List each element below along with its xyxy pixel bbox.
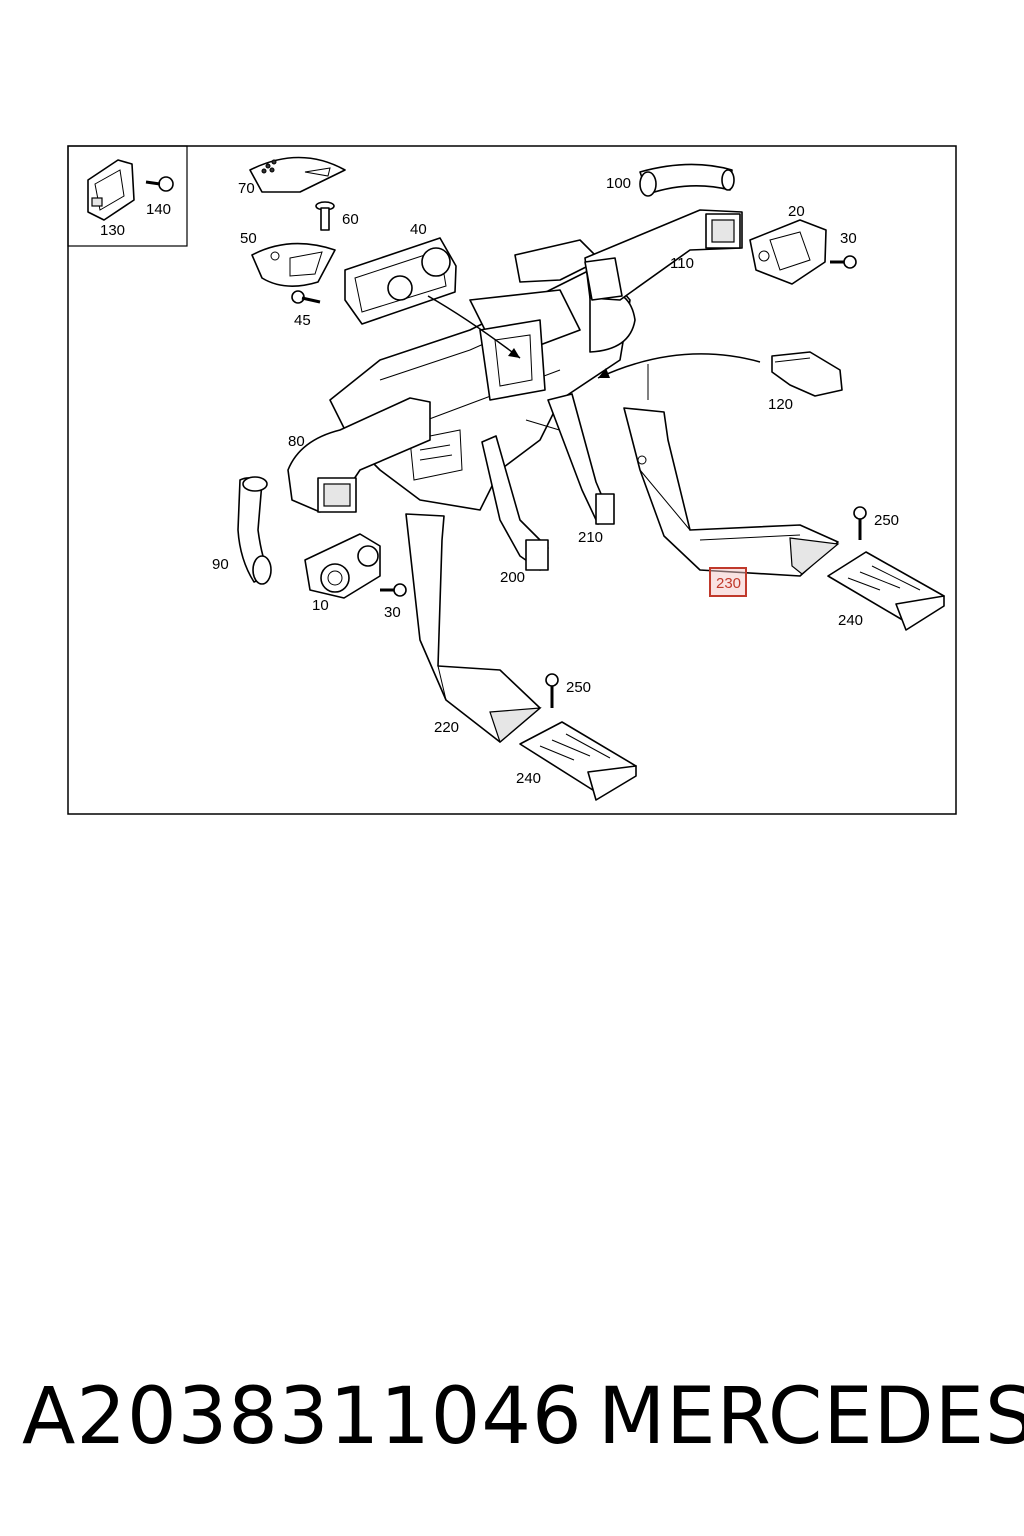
arrow-120 [597, 353, 761, 379]
part-70-cover[interactable] [249, 156, 346, 193]
part-80-duct[interactable] [287, 397, 431, 513]
label-10: 10 [312, 597, 329, 614]
part-110-duct[interactable] [584, 209, 743, 301]
highlight-box-230 [709, 567, 747, 597]
label-30-left: 30 [384, 604, 401, 621]
label-45: 45 [294, 312, 311, 329]
label-240-right: 240 [838, 612, 863, 629]
label-50: 50 [240, 230, 257, 247]
part-240-grille-right[interactable] [827, 551, 945, 631]
inset-box [67, 145, 188, 247]
arrow-120-head [598, 368, 610, 378]
part-45-screw[interactable] [291, 290, 321, 304]
part-250-screw-right[interactable] [853, 506, 867, 540]
label-140: 140 [146, 201, 171, 218]
label-90: 90 [212, 556, 229, 573]
brand-name: MERCEDES [598, 1372, 1024, 1462]
part-60-screw[interactable] [315, 201, 335, 231]
label-250-right: 250 [874, 512, 899, 529]
label-60: 60 [342, 211, 359, 228]
part-230-floor-duct[interactable] [623, 407, 840, 577]
part-250-screw-bottom[interactable] [545, 673, 559, 708]
footer: A2038311046 MERCEDES [0, 1372, 1024, 1472]
label-40: 40 [410, 221, 427, 238]
part-210-duct[interactable] [547, 393, 615, 525]
part-200-duct[interactable] [481, 435, 549, 571]
arrow-40 [427, 295, 521, 359]
part-90-hose[interactable] [237, 476, 272, 585]
label-100: 100 [606, 175, 631, 192]
label-250-bottom: 250 [566, 679, 591, 696]
label-200: 200 [500, 569, 525, 586]
part-30-screw-left[interactable] [380, 583, 407, 597]
label-110: 110 [670, 255, 694, 272]
part-20-bracket[interactable] [749, 219, 827, 285]
label-230-highlighted[interactable]: 230 [716, 575, 741, 592]
part-number: A2038311046 [22, 1372, 583, 1462]
label-220: 220 [434, 719, 459, 736]
label-20: 20 [788, 203, 805, 220]
part-30-screw-top[interactable] [830, 255, 857, 269]
label-130: 130 [100, 222, 125, 239]
part-40-center-vent[interactable] [344, 237, 457, 325]
label-210: 210 [578, 529, 603, 546]
part-50-plate[interactable] [251, 242, 336, 287]
part-100-hose[interactable] [639, 163, 735, 197]
part-130-bracket[interactable] [87, 159, 135, 221]
part-240-grille-bottom[interactable] [519, 721, 637, 801]
label-70: 70 [238, 180, 255, 197]
part-10-side-vent[interactable] [304, 533, 381, 599]
arrow-40-head [508, 348, 520, 358]
label-120: 120 [768, 396, 793, 413]
part-120-elbow[interactable] [771, 351, 843, 397]
diagram-frame [67, 145, 957, 815]
label-80: 80 [288, 433, 305, 450]
part-220-floor-duct[interactable] [405, 513, 542, 744]
part-140-screw[interactable] [145, 176, 174, 192]
label-240-bottom: 240 [516, 770, 541, 787]
label-30-top: 30 [840, 230, 857, 247]
